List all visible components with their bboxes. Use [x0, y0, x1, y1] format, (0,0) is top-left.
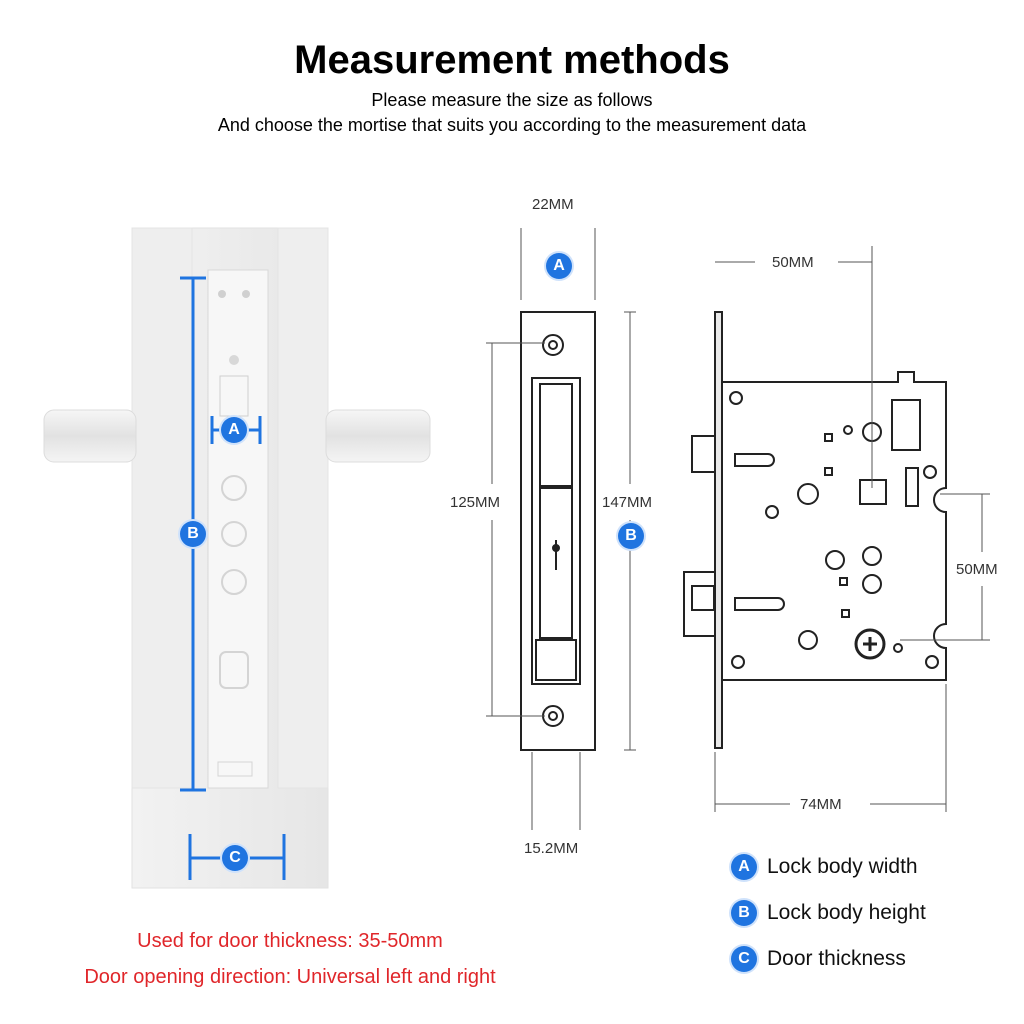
legend-badge-a: A [731, 854, 757, 880]
dimension-center-distance-lines [900, 493, 990, 641]
legend-badge-c: C [731, 946, 757, 972]
label-147mm: 147MM [602, 494, 653, 511]
dimension-22mm-lines [520, 228, 596, 300]
subtitle-line-2: And choose the mortise that suits you ac… [217, 115, 807, 135]
label-22mm: 22MM [532, 196, 574, 213]
door-thickness-note: Used for door thickness: 35-50mm [137, 930, 443, 952]
dimension-backset-lines [715, 246, 873, 488]
legend-item-b: B Lock body height [731, 898, 926, 928]
label-15-2mm: 15.2MM [524, 840, 579, 857]
label-center-50mm: 50MM [956, 561, 998, 578]
lock-case-drawing [683, 311, 947, 749]
badge-b-door: B [180, 521, 206, 547]
door-edge-illustration [43, 227, 431, 889]
badge-a-door: A [221, 417, 247, 443]
legend-label-a: Lock body width [767, 855, 918, 878]
dimension-74mm-lines [714, 684, 947, 812]
legend-badge-b: B [731, 900, 757, 926]
legend-item-c: C Door thickness [731, 944, 926, 974]
legend-label-c: Door thickness [767, 947, 906, 970]
dimension-15mm-lines [531, 752, 581, 830]
label-backset-50mm: 50MM [772, 254, 814, 271]
badge-a-faceplate: A [546, 253, 572, 279]
label-125mm: 125MM [450, 494, 501, 511]
legend-item-a: A Lock body width [731, 852, 926, 882]
legend-label-b: Lock body height [767, 901, 926, 924]
badge-c-door: C [222, 845, 248, 871]
dimension-147mm-lines [624, 311, 636, 751]
label-74mm: 74MM [800, 796, 842, 813]
opening-direction-note: Door opening direction: Universal left a… [84, 966, 496, 988]
page-title: Measurement methods [294, 38, 730, 82]
subtitle-line-1: Please measure the size as follows [371, 90, 653, 110]
dimension-125mm-lines [486, 342, 545, 717]
faceplate-drawing [520, 311, 596, 751]
badge-b-faceplate: B [618, 523, 644, 549]
legend: A Lock body width B Lock body height C D… [731, 852, 926, 974]
